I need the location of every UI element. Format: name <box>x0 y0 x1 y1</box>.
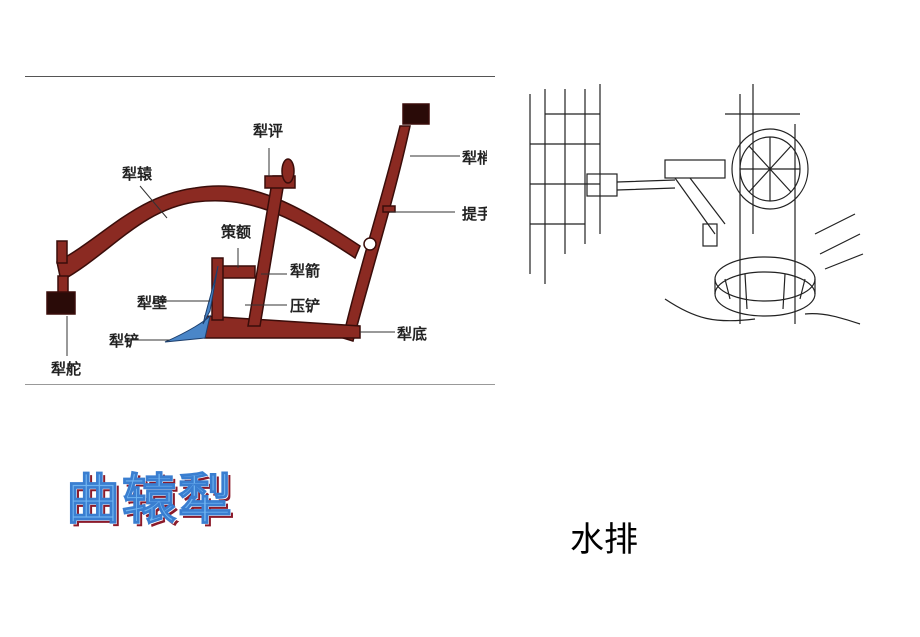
curved-shaft-plow-diagram: 犁评 犁辕 犁梢 提手 策额 犁箭 犁壁 压铲 犁铲 犁底 犁舵 <box>25 76 495 386</box>
label-lipin: 犁评 <box>253 122 284 140</box>
top-divider <box>25 76 495 77</box>
bottom-divider <box>25 384 495 385</box>
label-yachan: 压铲 <box>290 297 321 315</box>
label-lidi: 犁底 <box>397 325 428 343</box>
plow-title: 曲辕犁 <box>66 468 234 532</box>
label-lijian: 犁箭 <box>290 262 321 280</box>
waterwheel-title: 水排 <box>570 520 638 560</box>
label-liyuan: 犁辕 <box>122 165 153 183</box>
label-cee: 策额 <box>221 223 252 241</box>
plow-illustration <box>46 103 460 356</box>
label-libi: 犁壁 <box>137 294 168 312</box>
label-lichan: 犁铲 <box>109 332 140 350</box>
water-powered-bellows-illustration <box>525 84 865 364</box>
label-tishou: 提手 <box>462 205 487 223</box>
label-lishao: 犁梢 <box>462 149 487 167</box>
label-liduo: 犁舵 <box>51 360 82 378</box>
